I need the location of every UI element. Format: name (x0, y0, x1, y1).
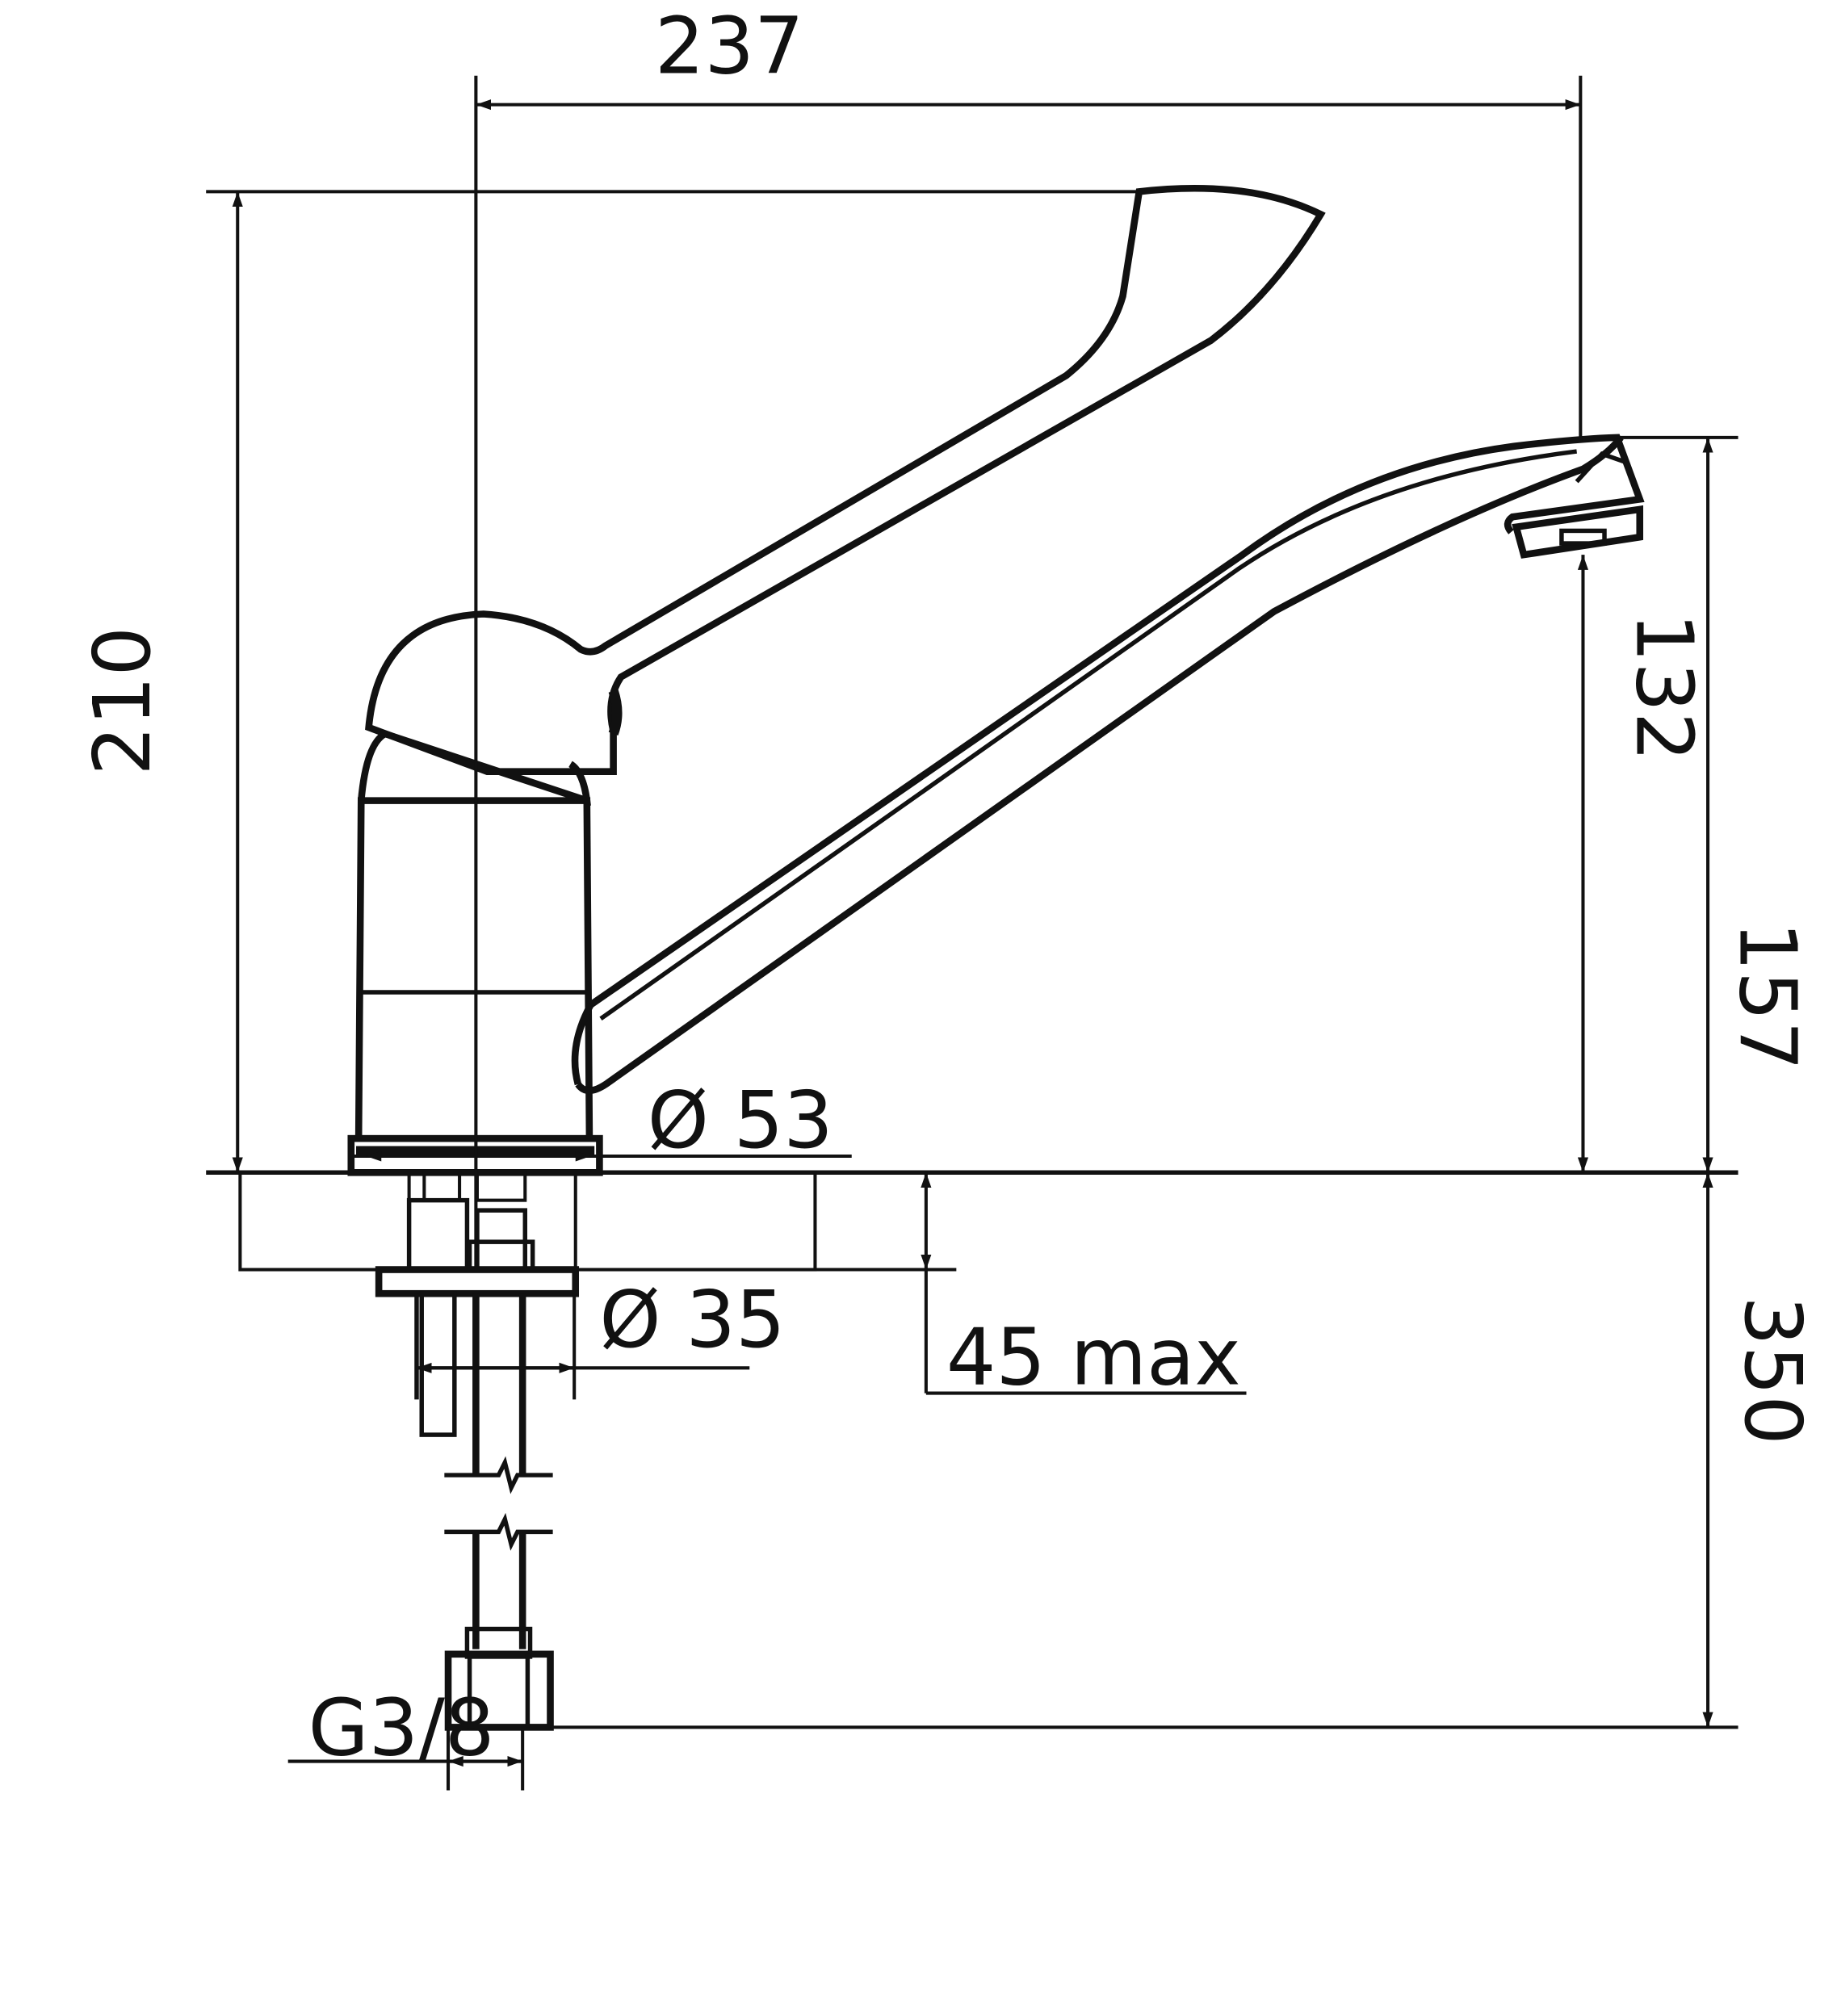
dimension-height-label: 210 (77, 627, 168, 776)
dimension-base-diameter-label: Ø 53 (648, 1075, 833, 1166)
lever-handle (365, 184, 1326, 775)
dimension-lines (206, 75, 1738, 1791)
dimension-hole-diameter-label: Ø 35 (599, 1274, 785, 1365)
under-deck-assembly (375, 1171, 580, 1731)
dimension-deck-thickness-label: 45 max (946, 1312, 1241, 1403)
spout (571, 434, 1645, 1095)
countertop-section (206, 1170, 1738, 1272)
dimension-thread-label: G3/8 (308, 1683, 495, 1774)
dimension-spout-clearance-label: 132 (1619, 613, 1710, 762)
dimension-spout-height-label: 157 (1722, 921, 1814, 1071)
dimension-width-label: 237 (655, 1, 804, 92)
dimension-hose-length-label: 350 (1727, 1296, 1818, 1445)
